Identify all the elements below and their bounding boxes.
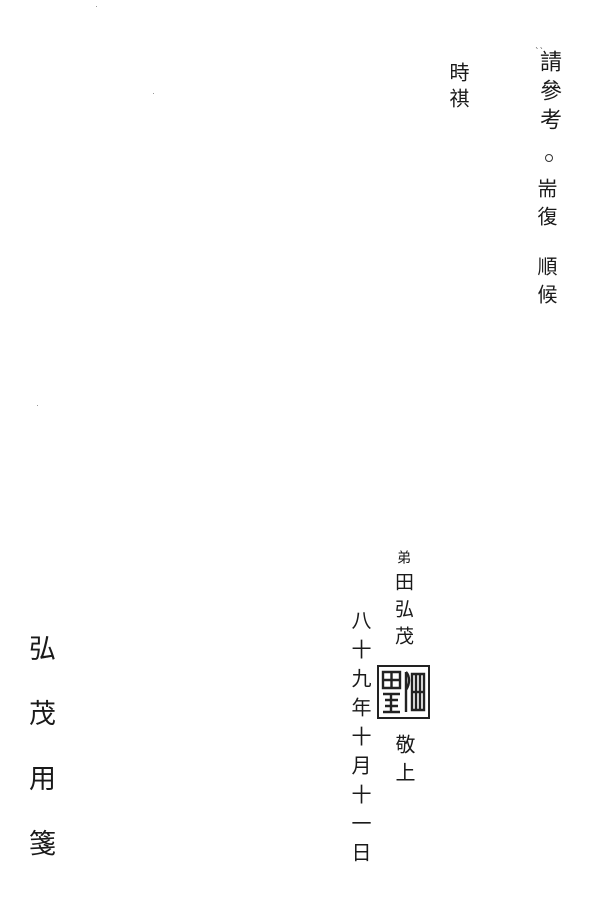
scan-speck: [96, 6, 97, 7]
punctuation-mark: ``: [535, 48, 544, 58]
seal-stamp: [377, 665, 430, 719]
period-mark: [545, 154, 553, 162]
signature: 弟田弘茂: [390, 550, 417, 653]
closing-phrase: 敬上: [392, 734, 416, 790]
signature-prefix: 弟: [395, 550, 411, 572]
signature-name: 田弘茂: [392, 572, 414, 653]
letter-line-2b: 順候: [534, 256, 558, 312]
letter-line-2a: 耑復: [534, 178, 558, 234]
letter-date: 八十九年十月十一日: [348, 610, 372, 871]
stationery-letterhead: 弘茂用箋: [24, 634, 55, 894]
scan-speck: [153, 93, 154, 94]
letter-line-3: 時祺: [446, 62, 470, 114]
letter-line-1: 請參考: [536, 50, 561, 137]
letter-line-2: 耑復順候: [532, 178, 561, 312]
scan-speck: [37, 405, 38, 406]
